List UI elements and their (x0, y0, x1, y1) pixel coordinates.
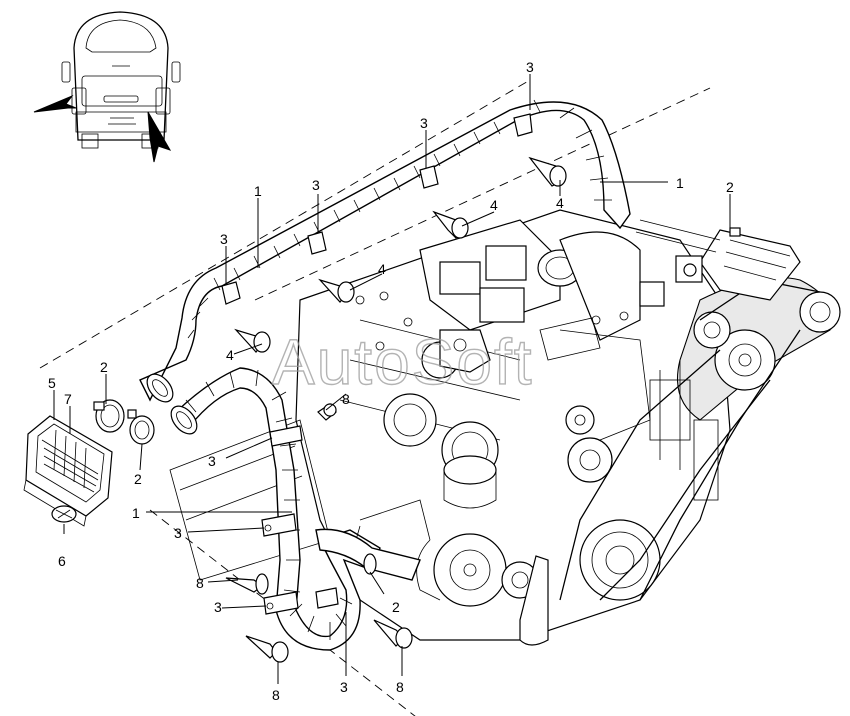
callout-8-mid: 8 (342, 391, 350, 407)
watermark: AutoSoft (272, 326, 534, 398)
callout-3-bottom-left: 3 (214, 599, 222, 615)
leader-lines (53, 74, 731, 684)
callout-4-top-right: 4 (556, 195, 564, 211)
callout-4-left: 4 (226, 347, 234, 363)
callout-2-left-lower: 2 (134, 471, 142, 487)
callout-1-right: 1 (676, 175, 684, 191)
callout-8-bottom-right: 8 (396, 679, 404, 695)
breather-hose-upper (139, 99, 631, 403)
callout-3-bottom: 3 (340, 679, 348, 695)
callout-2-left-upper: 2 (100, 359, 108, 375)
callout-4-upper: 4 (490, 197, 498, 213)
callout-1-upper-left: 1 (254, 183, 262, 199)
hose-clips (221, 113, 533, 615)
callout-6: 6 (58, 553, 66, 569)
vehicle-locator-thumbnail (33, 11, 181, 163)
intake-grille (23, 415, 113, 527)
hose-clamps (93, 227, 741, 575)
callout-2-bottom: 2 (392, 599, 400, 615)
callout-1-lower-left: 1 (132, 505, 140, 521)
callout-4-mid: 4 (378, 261, 386, 277)
callout-labels: 3 3 1 3 3 4 1 2 4 4 4 8 5 7 2 2 3 6 1 3 … (48, 59, 734, 703)
callout-3-top-right: 3 (526, 59, 534, 75)
engine-assembly (169, 209, 841, 646)
callout-3-lower-left: 3 (208, 453, 216, 469)
callout-3-mid: 3 (312, 177, 320, 193)
callout-8-bottom-left: 8 (272, 687, 280, 703)
callout-8-lower-left: 8 (196, 575, 204, 591)
callout-7: 7 (64, 391, 72, 407)
callout-3-upper-mid: 3 (420, 115, 428, 131)
callout-3-left: 3 (220, 231, 228, 247)
callout-5: 5 (48, 375, 56, 391)
callout-3-lower-mid: 3 (174, 525, 182, 541)
callout-2-top-right: 2 (726, 179, 734, 195)
